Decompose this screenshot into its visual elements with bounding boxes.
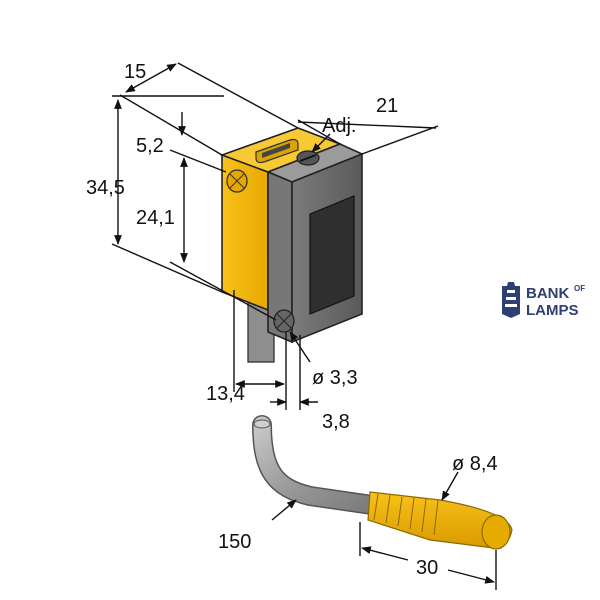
lens-window	[309, 195, 355, 315]
adjustment-knob	[296, 150, 320, 166]
adjust-label: Adj.	[322, 115, 356, 137]
mounting-hole-top	[226, 169, 248, 193]
dim-depth-top: 21	[376, 95, 398, 117]
logo-line1: BANK	[526, 285, 569, 302]
dim-cable-length: 150	[218, 531, 251, 553]
bank-of-lamps-logo: BANK OF LAMPS	[502, 282, 585, 319]
mounting-hole-bottom	[273, 309, 295, 333]
logo-line2: LAMPS	[526, 302, 579, 319]
logo-line1-small: OF	[574, 284, 585, 293]
cable	[252, 415, 382, 515]
dim-height-total: 34,5	[86, 177, 125, 199]
dim-hole-spacing: 24,1	[136, 207, 175, 229]
dimension-lines	[111, 62, 497, 590]
dim-cable-diameter: ø 8,4	[452, 453, 498, 475]
dim-hole-diameter: ø 3,3	[312, 367, 358, 389]
m8-connector	[367, 491, 513, 550]
sensor-housing	[219, 127, 365, 363]
dim-mount-offset: 5,2	[136, 135, 164, 157]
dim-width-top: 15	[124, 61, 146, 83]
dim-base-width: 13,4	[206, 383, 245, 405]
dim-connector-length: 30	[416, 557, 438, 579]
lighthouse-icon	[502, 282, 520, 318]
dim-hole-offset: 3,8	[322, 411, 350, 433]
